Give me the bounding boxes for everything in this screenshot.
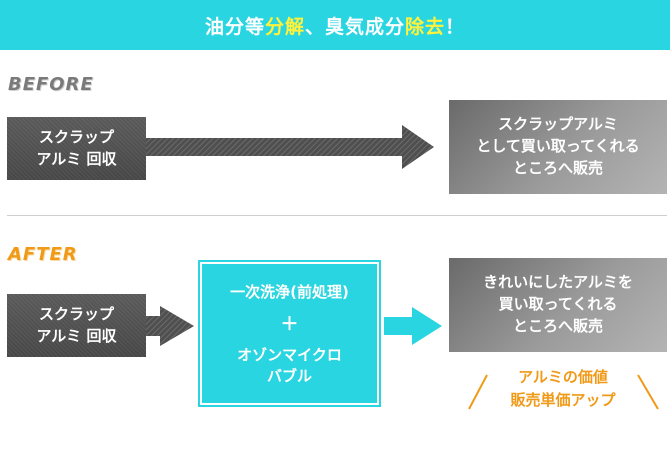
before-scrap-line1: スクラップ — [38, 127, 114, 146]
banner-text-3: ！ — [445, 15, 466, 38]
after-arrow-1 — [146, 306, 194, 346]
benefit-bracket-right — [637, 374, 659, 410]
before-result-box: スクラップアルミ として買い取ってくれる ところへ販売 — [449, 100, 667, 194]
after-result-line1: きれいにしたアルミを — [483, 273, 633, 292]
before-scrap-line2: アルミ 回収 — [36, 149, 117, 168]
after-result-line3: ところへ販売 — [512, 316, 603, 335]
process-box: 一次洗浄(前処理) ＋ オゾンマイクロ バブル — [198, 260, 381, 407]
before-result-line3: ところへ販売 — [512, 158, 603, 177]
before-result-line1: スクラップアルミ — [498, 115, 618, 134]
after-result-line2: 買い取ってくれる — [498, 295, 618, 314]
process-line3: バブル — [266, 367, 312, 385]
after-label: AFTER — [8, 244, 78, 265]
after-scrap-line2: アルミ 回収 — [36, 326, 117, 345]
after-scrap-line1: スクラップ — [38, 304, 114, 323]
process-line1: 一次洗浄(前処理) — [230, 283, 349, 301]
after-scrap-box: スクラップ アルミ 回収 — [7, 294, 146, 357]
banner-highlight-2: 除去 — [405, 15, 446, 38]
banner-text-1: 油分等 — [204, 15, 265, 38]
before-label: BEFORE — [8, 74, 94, 95]
headline-banner: 油分等分解、臭気成分除去！ — [0, 0, 670, 50]
benefit-bracket-left — [468, 374, 488, 410]
benefit-line2: 販売単価アップ — [510, 390, 616, 409]
before-arrow — [146, 125, 434, 169]
after-arrow-2 — [384, 307, 442, 345]
before-scrap-box: スクラップ アルミ 回収 — [7, 117, 146, 180]
banner-text-2: 、臭気成分 — [304, 15, 405, 38]
benefit-line1: アルミの価値 — [518, 368, 608, 386]
process-line2: オゾンマイクロ — [237, 346, 342, 364]
benefit-callout: アルミの価値 販売単価アップ — [468, 366, 658, 416]
section-divider — [7, 215, 667, 216]
plus-sign: ＋ — [280, 314, 299, 335]
banner-highlight-1: 分解 — [264, 15, 305, 38]
after-result-box: きれいにしたアルミを 買い取ってくれる ところへ販売 — [449, 258, 667, 352]
before-result-line2: として買い取ってくれる — [476, 137, 640, 156]
